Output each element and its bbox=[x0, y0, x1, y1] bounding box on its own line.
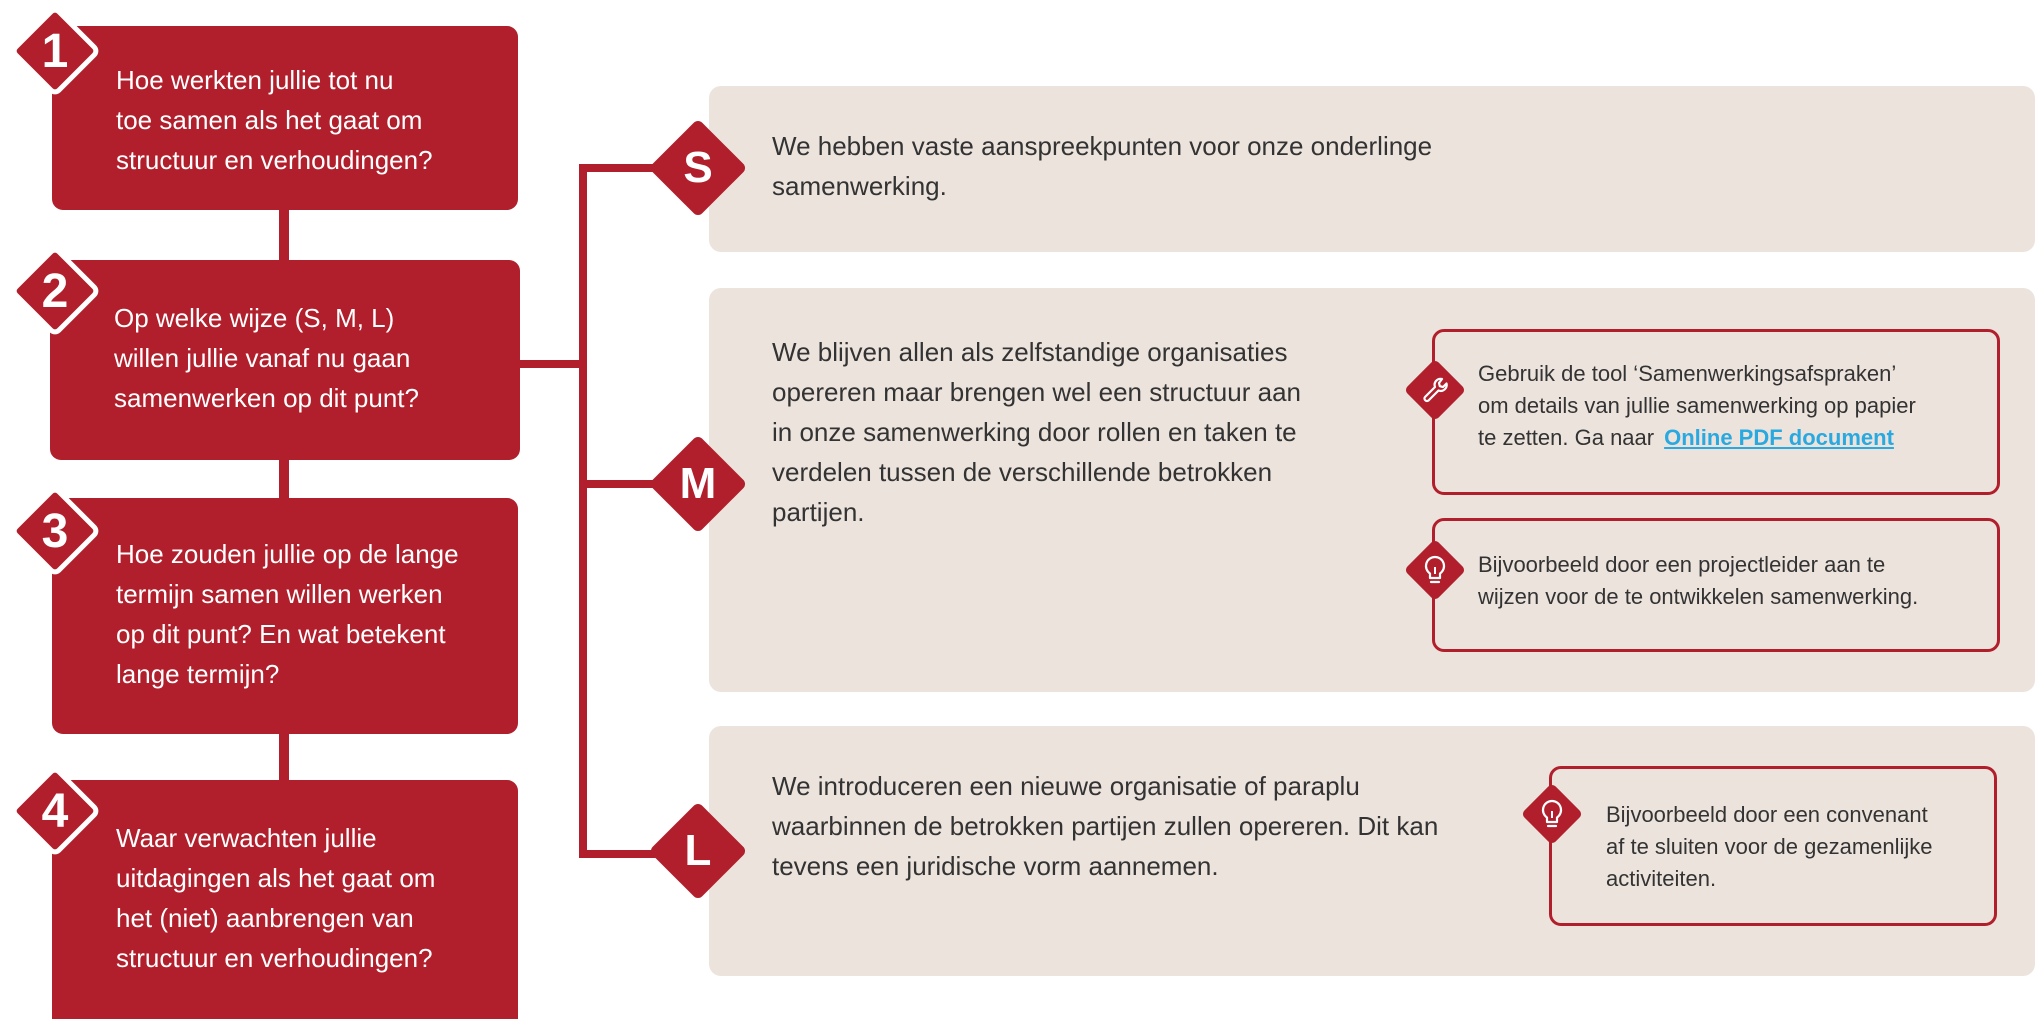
idea-tip-box-m: Bijvoorbeeld door een projectleider aan … bbox=[1432, 518, 2000, 652]
number-label-3: 3 bbox=[41, 504, 69, 558]
idea-tip-text-m: Bijvoorbeeld door een projectleider aan … bbox=[1478, 552, 1919, 609]
question-text-4: Waar verwachten jullie uitdagingen als h… bbox=[116, 823, 436, 973]
option-panel-l: We introduceren een nieuwe organisatie o… bbox=[709, 726, 2035, 976]
number-label-1: 1 bbox=[41, 24, 69, 78]
option-panel-s: We hebben vaste aanspreekpunten voor onz… bbox=[709, 86, 2035, 252]
branch-connector-s bbox=[579, 164, 659, 172]
size-label-m: M bbox=[679, 459, 717, 508]
number-label-4: 4 bbox=[41, 784, 69, 838]
number-label-2: 2 bbox=[41, 264, 69, 318]
branch-connector-vertical bbox=[579, 164, 587, 858]
size-label-l: L bbox=[684, 826, 712, 875]
idea-tip-box-l: Bijvoorbeeld door een convenant af te sl… bbox=[1549, 766, 1997, 926]
question-text-3: Hoe zouden jullie op de lange termijn sa… bbox=[116, 539, 459, 689]
question-box-2: Op welke wijze (S, M, L) willen jullie v… bbox=[50, 260, 520, 460]
online-pdf-link[interactable]: Online PDF document bbox=[1664, 425, 1894, 450]
lightbulb-icon bbox=[1404, 539, 1466, 601]
branch-connector-m bbox=[579, 480, 659, 488]
idea-tip-text-l: Bijvoorbeeld door een convenant af te sl… bbox=[1606, 802, 1933, 891]
tool-tip-body: Gebruik de tool ‘Samenwerkingsafspraken’… bbox=[1478, 361, 1916, 450]
wrench-icon bbox=[1404, 359, 1466, 421]
branch-connector-horizontal bbox=[515, 360, 585, 368]
size-label-s: S bbox=[683, 143, 713, 192]
option-text-l: We introduceren een nieuwe organisatie o… bbox=[772, 771, 1439, 881]
option-panel-m: We blijven allen als zelfstandige organi… bbox=[709, 288, 2035, 692]
option-text-s: We hebben vaste aanspreekpunten voor onz… bbox=[772, 131, 1433, 201]
question-text-2: Op welke wijze (S, M, L) willen jullie v… bbox=[114, 303, 419, 413]
branch-connector-l bbox=[579, 850, 659, 858]
question-connector-line bbox=[279, 200, 289, 790]
question-box-1: Hoe werkten jullie tot nu toe samen als … bbox=[52, 26, 518, 210]
option-text-m: We blijven allen als zelfstandige organi… bbox=[772, 337, 1301, 527]
question-box-4: Waar verwachten jullie uitdagingen als h… bbox=[52, 780, 518, 1019]
tool-tip-text: Gebruik de tool ‘Samenwerkingsafspraken’… bbox=[1478, 358, 1916, 454]
question-box-3: Hoe zouden jullie op de lange termijn sa… bbox=[52, 498, 518, 734]
tool-tip-box: Gebruik de tool ‘Samenwerkingsafspraken’… bbox=[1432, 329, 2000, 495]
question-text-1: Hoe werkten jullie tot nu toe samen als … bbox=[116, 65, 433, 175]
lightbulb-icon bbox=[1521, 783, 1583, 845]
